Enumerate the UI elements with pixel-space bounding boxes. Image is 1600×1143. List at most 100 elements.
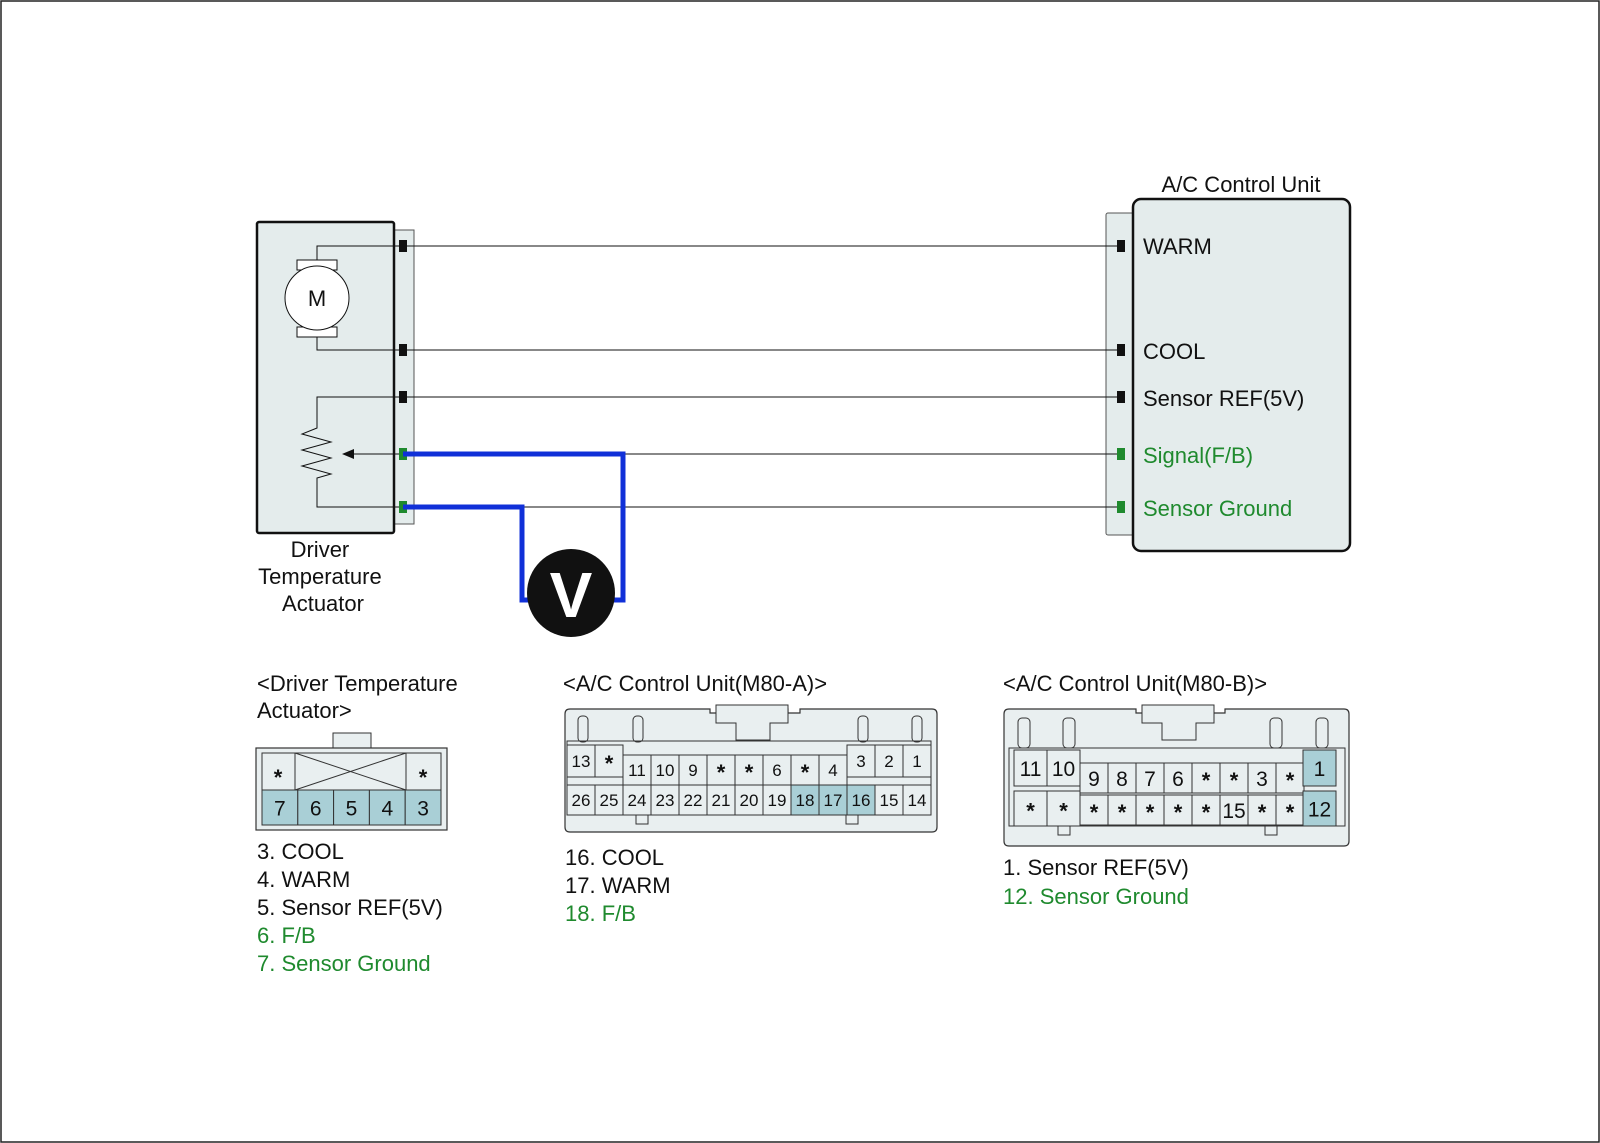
pin-number: 18 xyxy=(796,791,815,810)
pin-number: 20 xyxy=(740,791,759,810)
connector-rib xyxy=(1017,717,1031,749)
pin-cell xyxy=(846,744,876,778)
pin-cell xyxy=(368,789,406,826)
pin-cell xyxy=(1079,794,1109,826)
pin-cell xyxy=(297,789,335,826)
pin-cell xyxy=(1163,794,1193,826)
meter-lead-positive xyxy=(403,451,626,603)
actuator-pin-warm xyxy=(399,240,407,252)
pin-number: 6 xyxy=(310,798,322,821)
control-unit-box xyxy=(1131,197,1352,553)
pin-number: 7 xyxy=(1144,768,1156,791)
connector-rib xyxy=(911,715,923,743)
pin-cell xyxy=(818,784,848,816)
pin-unused-mark: * xyxy=(745,760,754,785)
pin-number: 1 xyxy=(912,752,921,771)
pin-cell xyxy=(1302,790,1337,827)
connector-m80a-title: <A/C Control Unit(M80-A)> xyxy=(563,671,827,696)
pin-number: 22 xyxy=(684,791,703,810)
pin-number: 8 xyxy=(1116,768,1128,791)
pin-cell xyxy=(1191,794,1221,826)
pin-legend-item: 16. COOL xyxy=(565,845,664,870)
pin-cell xyxy=(734,754,764,786)
pin-number: 16 xyxy=(852,791,871,810)
pin-unused-mark: * xyxy=(801,760,810,785)
motor-wire xyxy=(316,245,403,351)
motor-label: M xyxy=(308,286,326,311)
connector-rib xyxy=(1062,717,1076,749)
pin-legend-item: 18. F/B xyxy=(565,901,636,926)
pin-cell xyxy=(678,784,708,816)
pin-number: 3 xyxy=(417,798,429,821)
pin-number: 9 xyxy=(688,761,697,780)
connector-actuator-pin-star-right xyxy=(405,752,442,791)
pin-number: 11 xyxy=(628,761,646,780)
terminal-signal-fb: Signal(F/B) xyxy=(1143,443,1253,468)
pin-number: 1 xyxy=(1314,758,1326,781)
pin-legend-item: 7. Sensor Ground xyxy=(257,951,431,976)
terminal-warm: WARM xyxy=(1143,234,1212,259)
control-unit-pin-ref xyxy=(1117,391,1125,403)
pin-cell xyxy=(1013,749,1048,787)
meter-lead-negative xyxy=(403,504,530,603)
pin-number: 6 xyxy=(772,761,781,780)
connector-clip xyxy=(845,814,859,825)
connector-rib xyxy=(1315,717,1329,749)
connector-m80b-title: <A/C Control Unit(M80-B)> xyxy=(1003,671,1267,696)
pin-number: 26 xyxy=(572,791,591,810)
pin-cell xyxy=(734,784,764,816)
connector-clip xyxy=(1057,825,1071,836)
pin-number: 2 xyxy=(884,752,893,771)
pin-unused-mark: * xyxy=(1258,800,1267,825)
connector-clip xyxy=(1264,825,1278,836)
connector-actuator-star-left: * xyxy=(274,765,283,790)
pin-cell xyxy=(1247,794,1277,826)
pin-cell xyxy=(902,744,932,778)
pin-unused-mark: * xyxy=(1202,800,1211,825)
pin-unused-mark: * xyxy=(1090,800,1099,825)
harness-wires xyxy=(407,245,1117,508)
pin-number: 25 xyxy=(600,791,619,810)
pin-number: 3 xyxy=(856,752,865,771)
connector-rib xyxy=(577,715,589,743)
control-unit-pin-warm xyxy=(1117,240,1125,252)
pin-cell xyxy=(1163,762,1193,794)
connector-actuator-title: <Driver Temperature Actuator> xyxy=(257,671,464,723)
pin-number: 19 xyxy=(768,791,787,810)
pin-cell xyxy=(762,784,792,816)
actuator-pin-ref xyxy=(399,391,407,403)
pin-cell xyxy=(874,744,904,778)
connector-clip xyxy=(635,814,649,825)
control-unit-pin-ground xyxy=(1117,501,1125,513)
pin-number: 12 xyxy=(1308,799,1331,822)
pin-number: 6 xyxy=(1172,768,1184,791)
pin-cell xyxy=(1013,790,1048,827)
pin-number: 11 xyxy=(1020,758,1042,781)
voltmeter-symbol: V xyxy=(550,559,593,631)
pin-cell xyxy=(1302,749,1337,787)
pin-number: 15 xyxy=(1222,800,1245,823)
pin-number: 3 xyxy=(1256,768,1268,791)
connector-rib xyxy=(857,715,869,743)
pin-number: 21 xyxy=(712,791,731,810)
pin-cell xyxy=(1219,762,1249,794)
voltmeter: V xyxy=(403,451,626,637)
pin-number: 9 xyxy=(1088,768,1100,791)
actuator-connector-strip xyxy=(392,229,415,525)
pin-legend-item: 4. WARM xyxy=(257,867,350,892)
pin-number: 10 xyxy=(656,761,675,780)
connector-actuator-star-right: * xyxy=(419,765,428,790)
pin-number: 5 xyxy=(346,798,358,821)
pin-cell xyxy=(622,784,652,816)
pin-unused-mark: * xyxy=(1230,768,1239,793)
pin-unused-mark: * xyxy=(717,760,726,785)
pin-cell xyxy=(678,754,708,786)
connector-rib xyxy=(1269,717,1283,749)
pin-unused-mark: * xyxy=(1059,799,1068,824)
control-unit-connector-strip xyxy=(1105,212,1136,536)
